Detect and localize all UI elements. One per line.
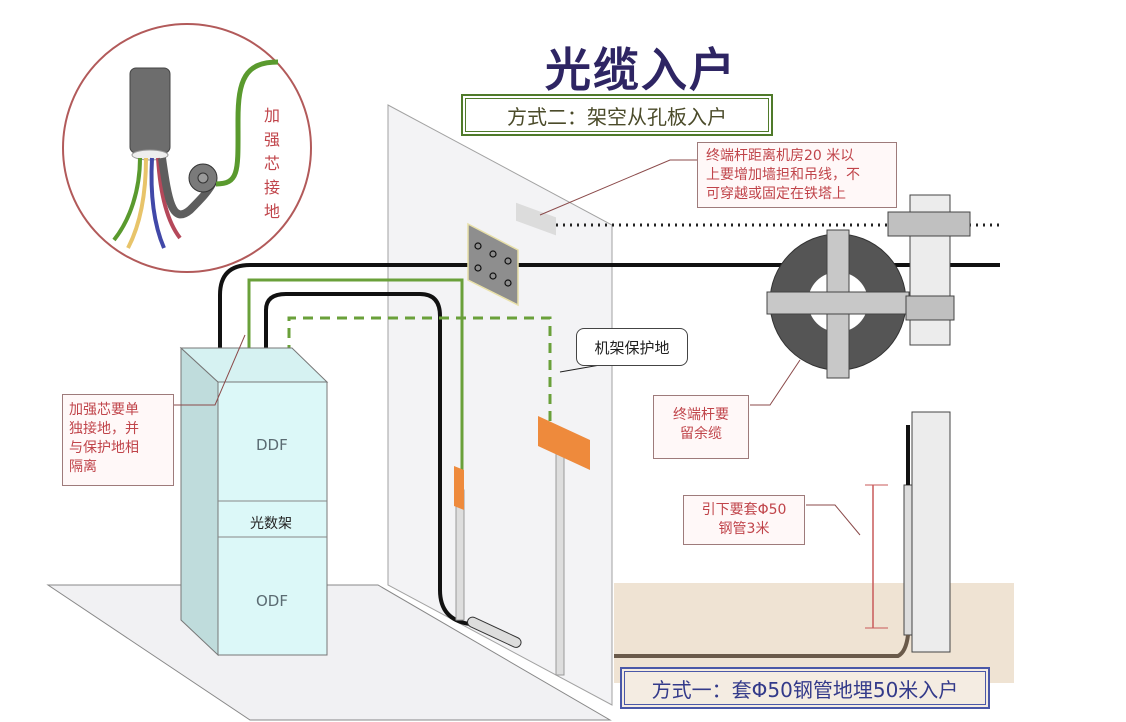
cable-sheath <box>129 67 171 154</box>
rack-front <box>217 381 328 656</box>
callout-strength-core-ground: 加强芯接地 <box>262 104 282 224</box>
rack-label-ddf: DDF <box>256 436 288 454</box>
down-lead-steel-pipe <box>903 484 913 636</box>
note-line: 留余缆 <box>680 426 722 442</box>
terminal-pole-bottom <box>911 411 951 653</box>
ground-lug-bolt <box>197 172 209 184</box>
aerial-cable <box>218 263 1000 380</box>
pole-clamp <box>887 211 971 237</box>
rack-side <box>180 346 219 657</box>
buried-cable <box>264 292 471 626</box>
callout-rack-ground: 机架保护地 <box>576 328 688 366</box>
note-line: 可穿越或固定在铁塔上 <box>706 186 846 202</box>
note-line: 终端杆要 <box>673 407 729 423</box>
ground-wire-detail <box>215 59 279 187</box>
rack-ground-bar <box>538 416 590 470</box>
note-line: 上要增加墙担和吊线，不 <box>706 167 860 183</box>
rack-ground-wire <box>287 316 552 425</box>
fiber-red <box>156 157 182 240</box>
vertical-char: 芯 <box>263 154 280 173</box>
note-pole-distance: 终端杆距离机房20 米以 上要增加墙担和吊线，不 可穿越或固定在铁塔上 <box>697 142 897 208</box>
coil-bracket-horizontal <box>766 291 910 315</box>
method-two-banner: 方式二：架空从孔板入户 <box>461 94 773 136</box>
fiber-blue <box>149 157 166 249</box>
note-strength-core-isolation: 加强芯要单 独接地，并 与保护地相 隔离 <box>62 394 174 486</box>
note-line: 加强芯要单 <box>69 402 139 418</box>
fiber-yellow <box>126 157 148 249</box>
note-line: 终端杆距离机房20 米以 <box>706 148 855 164</box>
method-one-banner: 方式一：套Φ50钢管地埋50米入户 <box>620 667 990 709</box>
vertical-char: 加 <box>263 106 280 125</box>
fiber-green <box>112 157 142 242</box>
ground-rod-2 <box>555 449 565 676</box>
buried-pipe <box>614 634 910 658</box>
wall-sleeve <box>516 202 556 236</box>
leader-lines <box>174 159 861 536</box>
cable-conduit-floor <box>467 616 522 648</box>
note-down-lead-pipe: 引下要套Φ50 钢管3米 <box>683 495 805 545</box>
vertical-char: 地 <box>263 202 280 221</box>
rack-label-odf: ODF <box>256 592 288 610</box>
port-holes <box>474 242 512 287</box>
note-line: 独接地，并 <box>69 421 139 437</box>
note-line: 隔离 <box>69 459 97 475</box>
note-line: 与保护地相 <box>69 440 139 456</box>
page-title: 光缆入户 <box>545 43 737 97</box>
vertical-char: 强 <box>263 130 280 149</box>
strength-core-ground-bar <box>454 466 464 510</box>
rack-label-optical-frame: 光数架 <box>250 516 292 532</box>
note-reserve-cable: 终端杆要 留余缆 <box>653 395 749 459</box>
note-line: 引下要套Φ50 <box>701 502 787 518</box>
strength-core-ground-wire <box>247 278 464 470</box>
pole-clamp-lower <box>905 295 955 321</box>
detail-circle <box>62 23 312 273</box>
vertical-char: 接 <box>263 178 280 197</box>
note-line: 钢管3米 <box>718 521 770 537</box>
